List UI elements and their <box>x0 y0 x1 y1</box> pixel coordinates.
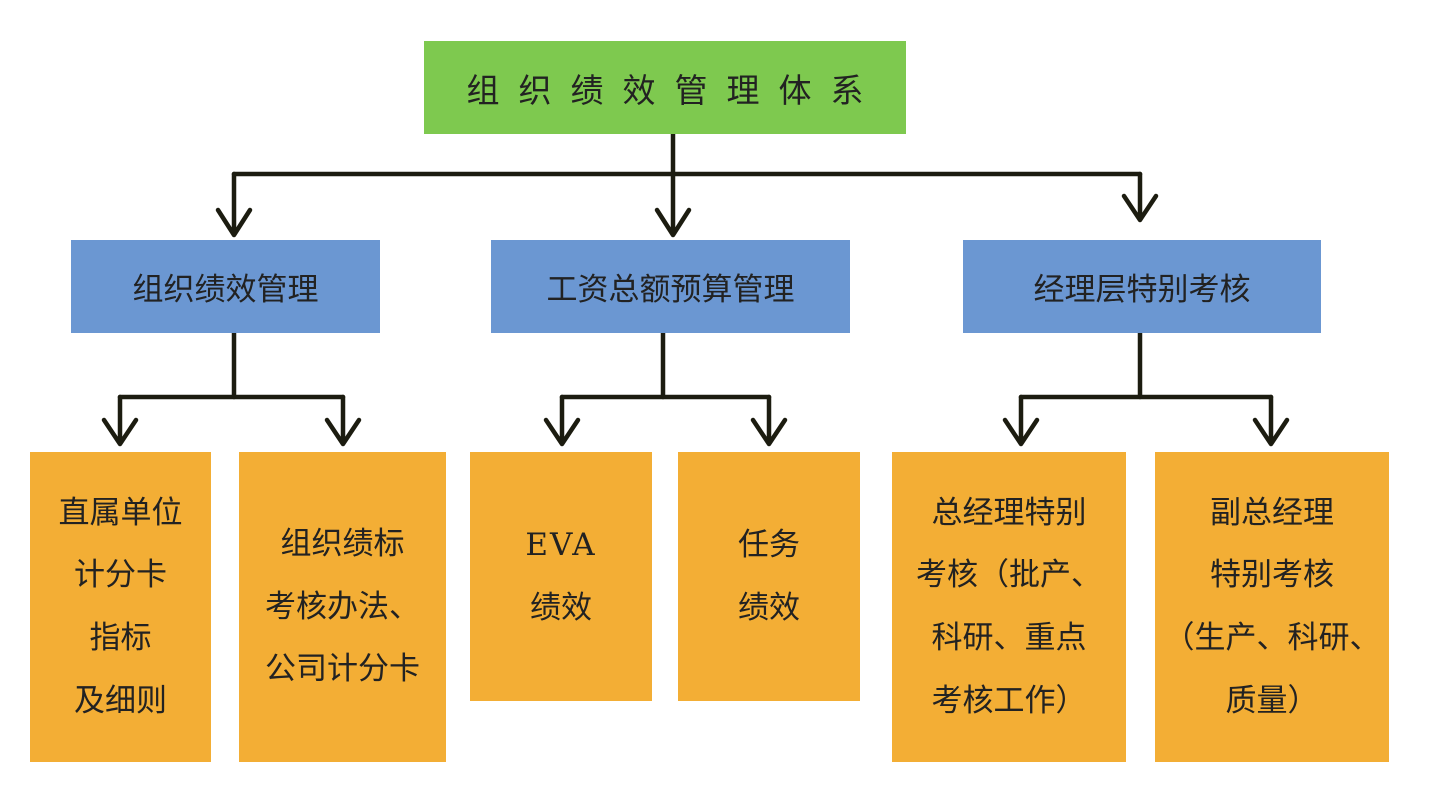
leaf-line: 考核办法、 <box>265 588 420 625</box>
leaf-line: 直属单位 <box>58 494 183 531</box>
leaf-line: 考核（批产、 <box>916 557 1102 594</box>
connector-branch-1-trunk <box>231 330 346 400</box>
leaf-line: 计分卡 <box>74 557 167 594</box>
leaf-line: 任务 <box>738 526 800 563</box>
leaf-org-assessment-method: 组织绩标 考核办法、 公司计分卡 <box>239 452 446 762</box>
leaf-gm-special-assessment: 总经理特别 考核（批产、 科研、重点 考核工作） <box>892 452 1126 762</box>
leaf-line: 总经理特别 <box>931 494 1087 531</box>
leaf-eva-performance: EVA 绩效 <box>470 452 652 701</box>
branch-label: 工资总额预算管理 <box>546 272 795 308</box>
connector-to-leaf-6 <box>1252 394 1290 447</box>
leaf-line: EVA <box>525 526 597 563</box>
leaf-line: 组织绩标 <box>280 526 405 563</box>
leaf-line: 公司计分卡 <box>265 651 420 688</box>
leaf-direct-unit-scorecard: 直属单位 计分卡 指标 及细则 <box>30 452 211 762</box>
leaf-line: （生产、科研、 <box>1163 620 1381 656</box>
branch-org-performance: 组织绩效管理 <box>71 240 380 333</box>
connector-to-leaf-4 <box>750 394 788 447</box>
leaf-line: 及细则 <box>74 682 167 719</box>
leaf-line: 特别考核 <box>1210 557 1334 594</box>
connector-to-branch-3 <box>1121 171 1159 223</box>
connector-to-leaf-2 <box>324 394 362 447</box>
connector-to-branch-1 <box>215 171 253 238</box>
connector-to-branch-2 <box>654 171 692 238</box>
root-node-label: 组织绩效管理体系 <box>466 70 883 110</box>
branch-label: 组织绩效管理 <box>132 272 319 308</box>
connector-to-leaf-1 <box>101 394 139 447</box>
leaf-task-performance: 任务 绩效 <box>678 452 860 701</box>
leaf-line: 质量） <box>1225 682 1319 719</box>
leaf-line: 绩效 <box>530 589 592 626</box>
leaf-line: 考核工作） <box>931 682 1087 719</box>
leaf-line: 指标 <box>89 620 152 656</box>
branch-label: 经理层特别考核 <box>1033 272 1251 308</box>
branch-salary-budget: 工资总额预算管理 <box>491 240 850 333</box>
connector-to-leaf-5 <box>1002 394 1040 447</box>
leaf-line: 副总经理 <box>1210 494 1334 531</box>
leaf-line: 绩效 <box>738 589 800 626</box>
connector-to-leaf-3 <box>543 394 581 447</box>
leaf-line: 科研、重点 <box>931 620 1087 656</box>
leaf-deputy-gm-special-assessment: 副总经理 特别考核 （生产、科研、 质量） <box>1155 452 1389 762</box>
root-node: 组织绩效管理体系 <box>424 41 906 134</box>
branch-manager-assessment: 经理层特别考核 <box>963 240 1321 333</box>
